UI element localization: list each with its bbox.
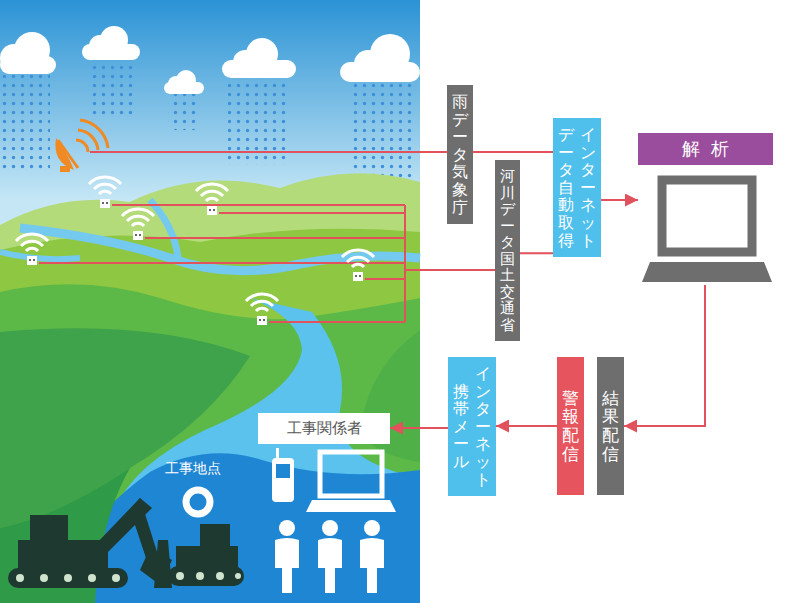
flow-arrow — [601, 199, 638, 201]
recipient-box: 工事関係者 — [258, 413, 390, 444]
construction-site-ring — [186, 490, 210, 514]
alert-box: 警報配信 — [557, 357, 584, 495]
vertical-label: インターネット — [475, 365, 491, 488]
site-label: 工事地点 — [165, 460, 221, 478]
vertical-label: インターネット — [580, 126, 596, 249]
delivery-box: 結果配信 — [597, 357, 624, 495]
analysis-heading: 解析 — [638, 133, 773, 165]
vertical-label: データ自動取得 — [558, 126, 574, 249]
vertical-label: 雨データ 気象庁 — [452, 93, 468, 216]
data-source-box: 雨データ 気象庁 — [447, 85, 473, 224]
flow-arrow — [496, 425, 557, 427]
vertical-label: 警報配信 — [562, 389, 579, 464]
sensor-icons — [16, 177, 374, 325]
box-label: 工事関係者 — [262, 419, 386, 438]
flow-arrow — [624, 285, 705, 426]
vertical-label: 携帯メール — [453, 383, 469, 471]
vertical-label: 結果配信 — [602, 389, 619, 464]
flow-arrow — [473, 151, 553, 153]
phone-laptop-people — [272, 448, 396, 593]
vertical-label: 河川データ 国土交通省 — [500, 168, 515, 333]
satellite-dish — [55, 120, 108, 172]
sensor-leader-lines — [39, 152, 495, 322]
laptop-icon — [642, 180, 772, 282]
hills-and-river — [0, 173, 420, 603]
analysis-node: 解析 — [638, 133, 773, 285]
data-source-box: 河川データ 国土交通省 — [495, 160, 520, 341]
flow-arrow — [520, 252, 553, 254]
sky-ground — [0, 0, 420, 603]
flow-arrow — [390, 427, 448, 429]
internet-box: インターネットデータ自動取得 — [553, 118, 601, 257]
excavator — [8, 498, 172, 588]
bulldozer — [154, 524, 244, 588]
internet-box: インターネット携帯メール — [448, 357, 496, 496]
